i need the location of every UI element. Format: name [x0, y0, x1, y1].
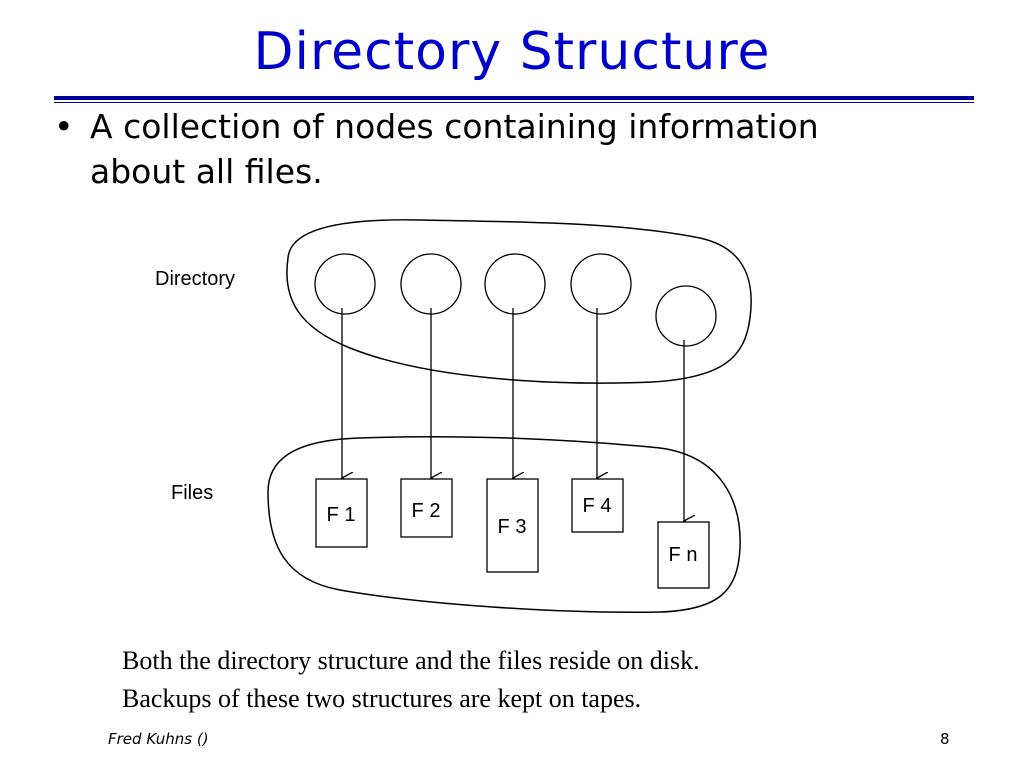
directory-node-2 [400, 253, 462, 315]
file-label-f2: F 2 [412, 500, 441, 522]
bullet-text: A collection of nodes containing informa… [90, 104, 950, 194]
footer-author: Fred Kuhns () [108, 730, 209, 748]
page-number: 8 [940, 730, 950, 748]
file-label-f3: F 3 [498, 516, 527, 538]
file-label-f1: F 1 [327, 504, 356, 526]
caption: Both the directory structure and the fil… [122, 642, 982, 718]
bullet-line-2: about all files. [90, 152, 323, 191]
directory-node-4 [570, 253, 632, 315]
file-box-f1 [315, 478, 368, 548]
slide-title: Directory Structure [253, 22, 771, 82]
file-label-fn: F n [669, 544, 698, 566]
bullet-line-1: A collection of nodes containing informa… [90, 107, 819, 146]
directory-node-3 [484, 253, 546, 315]
file-box-f2 [400, 478, 453, 538]
caption-line-1: Both the directory structure and the fil… [122, 646, 700, 675]
directory-node-5 [655, 285, 717, 347]
caption-line-2: Backups of these two structures are kept… [122, 684, 642, 713]
directory-label: Directory [155, 268, 235, 290]
file-box-f3 [486, 478, 539, 573]
file-label-f4: F 4 [583, 495, 612, 517]
files-region-outline [267, 435, 741, 613]
title-rule-thick [54, 96, 974, 100]
file-box-fn [657, 521, 710, 589]
bullet-marker: • [54, 107, 74, 146]
files-label: Files [171, 482, 213, 504]
file-box-f4 [571, 478, 624, 533]
directory-node-1 [314, 253, 376, 315]
title-rule-thin [54, 102, 974, 103]
directory-region-outline [286, 219, 752, 384]
